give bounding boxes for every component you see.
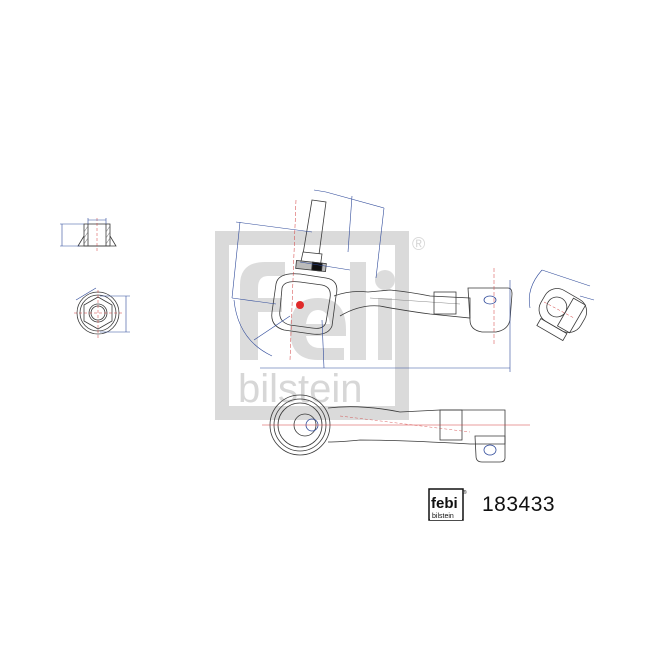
part-number: 183433 (482, 493, 556, 516)
nut-side-view (60, 218, 117, 252)
part-number-block: febi bilstein ® 183433 (428, 488, 555, 522)
svg-text:bilstein: bilstein (432, 513, 454, 520)
tie-rod-top-view (262, 394, 530, 463)
tie-rod-front-view (231, 189, 513, 372)
svg-text:®: ® (463, 489, 467, 496)
febi-bilstein-logo: febi bilstein ® (428, 488, 467, 521)
nut-top-view (74, 287, 130, 338)
eye-end-section-view (528, 269, 595, 342)
svg-text:febi: febi (431, 495, 458, 512)
